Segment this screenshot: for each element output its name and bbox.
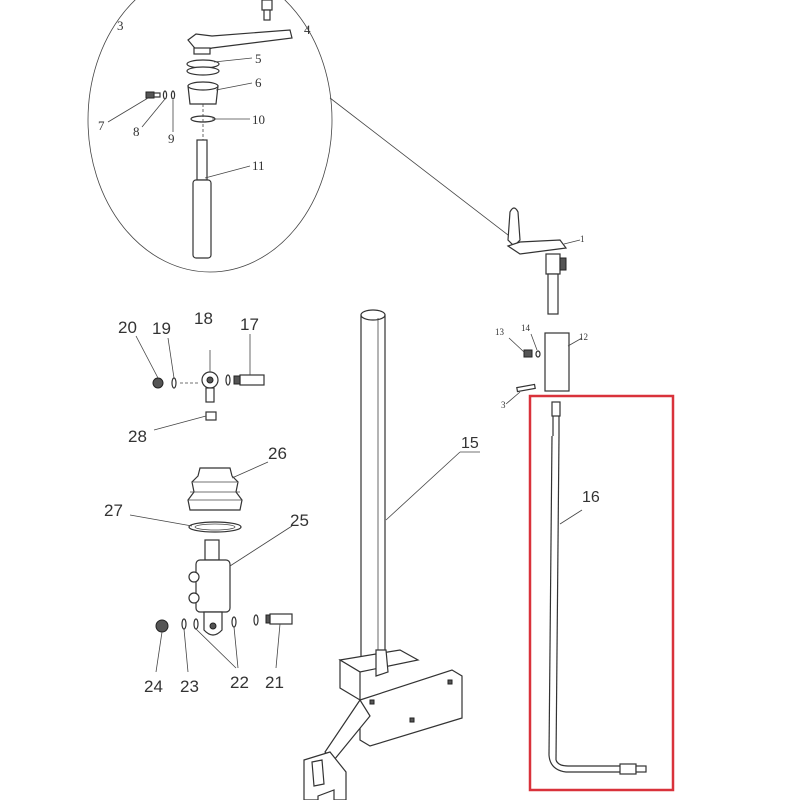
label-7: 7 (98, 118, 105, 133)
label-27: 27 (104, 501, 123, 520)
label-19: 19 (152, 319, 171, 338)
label-3-detail: 3 (117, 18, 124, 33)
label-10: 10 (252, 112, 265, 127)
label-18: 18 (194, 309, 213, 328)
label-16: 16 (582, 489, 600, 506)
sleeve-part-12 (505, 332, 583, 405)
label-4: 4 (304, 22, 311, 37)
label-11: 11 (252, 158, 265, 173)
label-23: 23 (180, 677, 199, 696)
label-9: 9 (168, 131, 175, 146)
label-24: 24 (144, 677, 163, 696)
main-post-part-15 (303, 309, 480, 800)
rod-part-16 (548, 401, 647, 775)
highlight-box (528, 394, 675, 792)
label-3: 3 (501, 400, 506, 410)
label-17: 17 (240, 315, 259, 334)
detail-view-oval (87, 0, 513, 273)
rod-end-group (135, 334, 265, 431)
label-15: 15 (461, 435, 479, 452)
valve-group (129, 461, 293, 673)
label-21: 21 (265, 673, 284, 692)
label-26: 26 (268, 444, 287, 463)
detail-handle-crank (145, 0, 293, 259)
label-14: 14 (521, 323, 531, 333)
label-13: 13 (495, 327, 505, 337)
label-5: 5 (255, 51, 262, 66)
label-22: 22 (230, 673, 249, 692)
label-8: 8 (133, 124, 140, 139)
label-12: 12 (579, 332, 588, 342)
crank-handle-part-1 (506, 207, 581, 315)
label-25: 25 (290, 511, 309, 530)
label-28: 28 (128, 427, 147, 446)
label-1: 1 (580, 234, 585, 244)
detail-leaders (107, 57, 253, 179)
label-6: 6 (255, 75, 262, 90)
label-20: 20 (118, 318, 137, 337)
